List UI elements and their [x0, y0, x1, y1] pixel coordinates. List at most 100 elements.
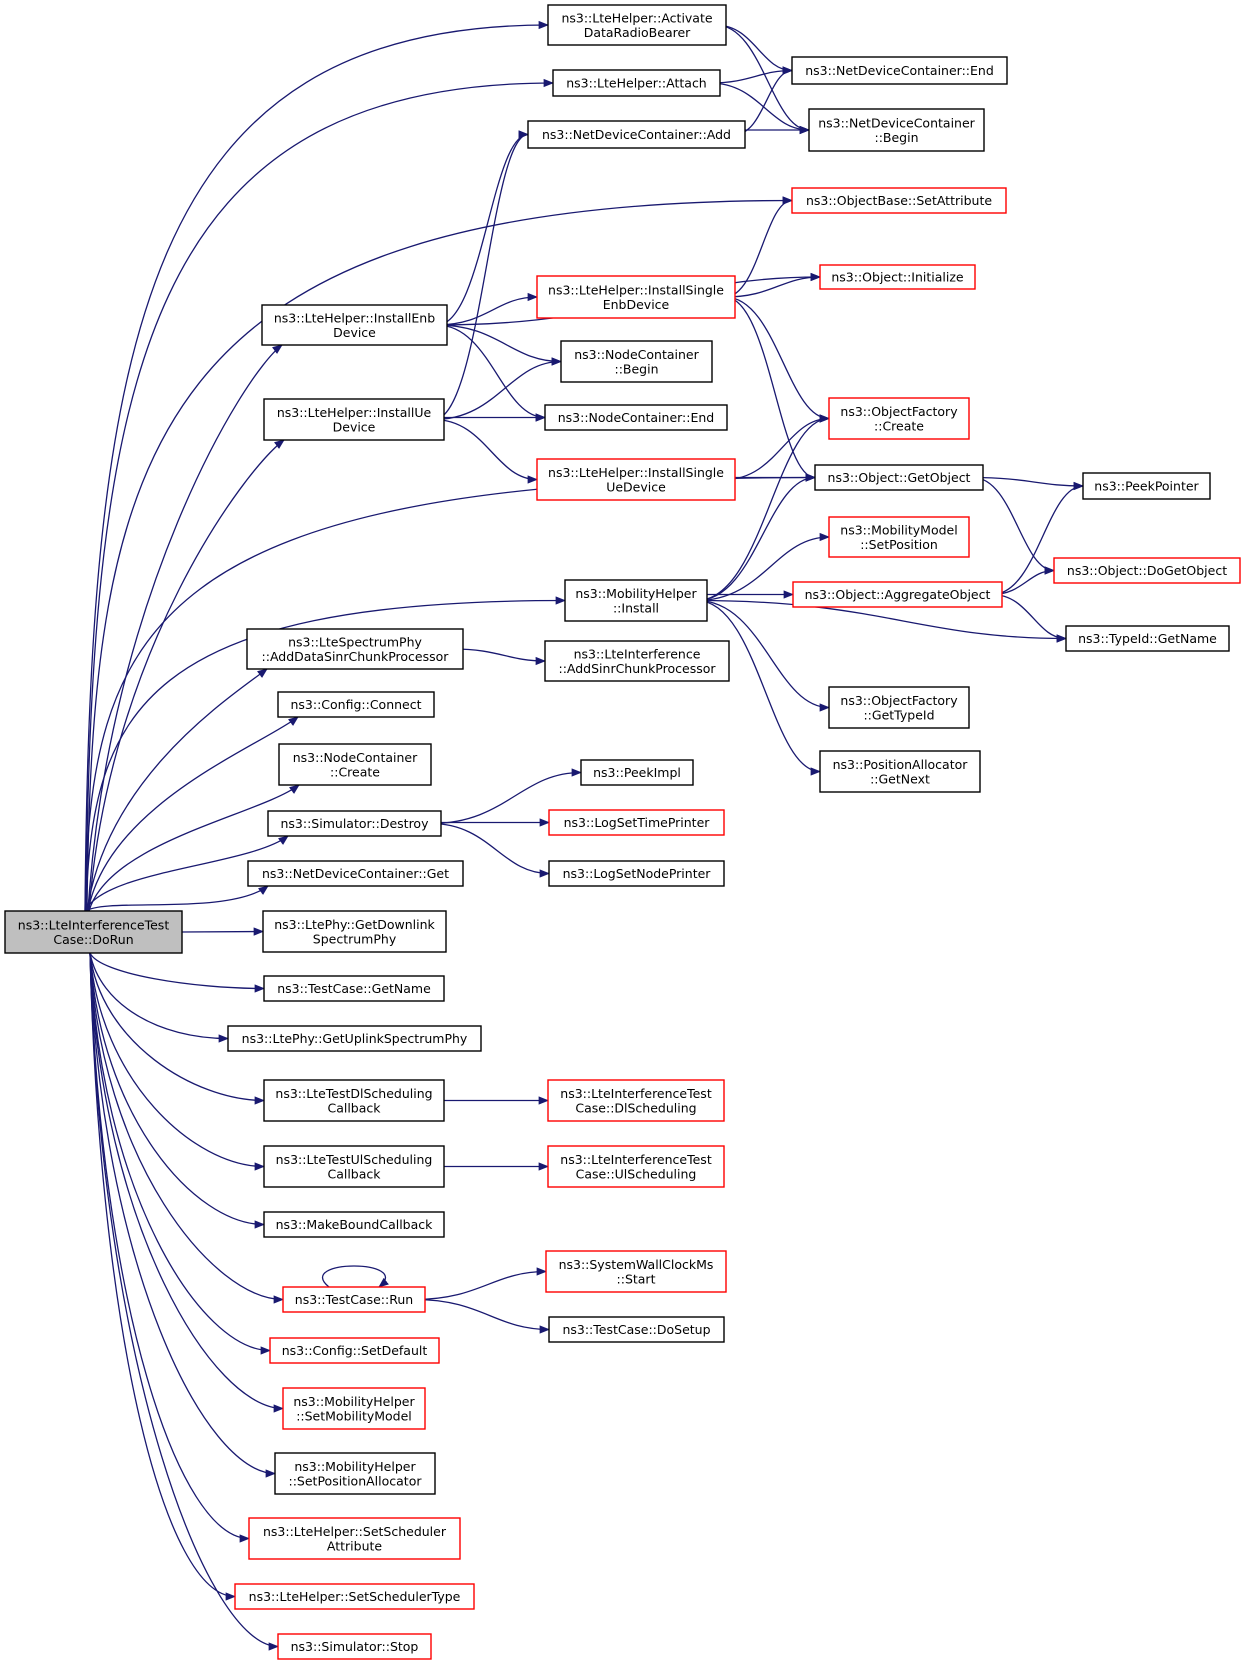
- node-of-gettypeid[interactable]: ns3::ObjectFactory::GetTypeId: [828, 686, 970, 729]
- node-nc-create[interactable]: ns3::NodeContainer::Create: [278, 743, 432, 786]
- node-box: [544, 404, 728, 431]
- edge-root-to-setmobmodel: [89, 952, 285, 1413]
- node-logtime[interactable]: ns3::LogSetTimePrinter: [548, 809, 725, 836]
- edge-root-to-nc-create: [88, 784, 300, 912]
- node-label-line: ns3::Config::SetDefault: [282, 1343, 428, 1358]
- edge-root-to-sim-stop: [89, 952, 280, 1651]
- node-mob-install[interactable]: ns3::MobilityHelper::Install: [564, 579, 708, 622]
- node-config-setdefault[interactable]: ns3::Config::SetDefault: [269, 1337, 440, 1364]
- node-box: [282, 1286, 426, 1313]
- node-peekpointer[interactable]: ns3::PeekPointer: [1082, 472, 1211, 500]
- node-label-line: Case::DoRun: [53, 932, 133, 947]
- node-setschedtype[interactable]: ns3::LteHelper::SetSchedulerType: [234, 1583, 475, 1610]
- node-label-line: ns3::NetDeviceContainer: [818, 115, 975, 130]
- node-addsinr[interactable]: ns3::LteInterference::AddSinrChunkProces…: [544, 640, 730, 682]
- edge-getobject-to-peekpointer: [972, 476, 1085, 491]
- node-objfactory-create[interactable]: ns3::ObjectFactory::Create: [828, 397, 970, 440]
- edge-sim-destroy-to-lognode: [430, 822, 551, 878]
- node-swc-start[interactable]: ns3::SystemWallClockMs::Start: [545, 1250, 727, 1293]
- node-label-line: Case::DlScheduling: [575, 1100, 696, 1115]
- node-pa-getnext[interactable]: ns3::PositionAllocator::GetNext: [819, 750, 981, 793]
- node-tc-run[interactable]: ns3::TestCase::Run: [282, 1286, 426, 1313]
- edge-mob-install-to-typeid-getname: [696, 599, 1068, 643]
- node-typeid-getname[interactable]: ns3::TypeId::GetName: [1065, 625, 1230, 652]
- node-setposition[interactable]: ns3::MobilityModel::SetPosition: [828, 516, 970, 558]
- edge-adddatasinr-to-addsinr: [452, 648, 547, 666]
- node-box: [278, 743, 432, 786]
- node-ndc-begin[interactable]: ns3::NetDeviceContainer::Begin: [808, 108, 985, 152]
- edge-root-to-setschedtype: [89, 952, 237, 1601]
- edge-install-enb-to-install-single-enb: [436, 292, 539, 326]
- edge-root-to-setposalloc: [89, 952, 277, 1478]
- edge-root-to-sim-destroy: [84, 835, 289, 912]
- node-label-line: ns3::Object::AggregateObject: [805, 587, 991, 602]
- node-box: [547, 1079, 725, 1122]
- node-nc-begin[interactable]: ns3::NodeContainer::Begin: [560, 340, 713, 383]
- node-tc-dosetup[interactable]: ns3::TestCase::DoSetup: [548, 1316, 725, 1343]
- node-label-line: ns3::LteInterferenceTest: [560, 1086, 712, 1101]
- node-peekimpl[interactable]: ns3::PeekImpl: [580, 759, 694, 786]
- node-setattr[interactable]: ns3::ObjectBase::SetAttribute: [791, 187, 1007, 214]
- node-getobject[interactable]: ns3::Object::GetObject: [814, 464, 984, 491]
- node-label-line: ns3::NetDeviceContainer::Get: [262, 866, 449, 881]
- edge-aggregate-to-typeid-getname: [991, 593, 1068, 643]
- node-label-line: ::Install: [613, 600, 659, 615]
- node-tc-getname[interactable]: ns3::TestCase::GetName: [263, 975, 445, 1002]
- node-box: [791, 56, 1008, 85]
- node-label-line: ns3::LteHelper::Activate: [561, 10, 712, 25]
- node-sim-destroy[interactable]: ns3::Simulator::Destroy: [267, 810, 442, 837]
- edge-root-to-dlcb: [89, 952, 266, 1105]
- edge-root-to-mob-install: [85, 596, 567, 912]
- node-attach[interactable]: ns3::LteHelper::Attach: [552, 69, 721, 97]
- node-makebound[interactable]: ns3::MakeBoundCallback: [263, 1211, 445, 1238]
- node-obj-init[interactable]: ns3::Object::Initialize: [819, 264, 976, 290]
- node-box: [828, 397, 970, 440]
- node-box: [564, 579, 708, 622]
- node-label-line: ns3::LtePhy::GetUplinkSpectrumPhy: [242, 1031, 468, 1046]
- node-config-connect[interactable]: ns3::Config::Connect: [277, 691, 435, 718]
- node-label-line: ns3::LteHelper::InstallUe: [277, 405, 432, 420]
- node-label-line: ::Create: [330, 764, 380, 779]
- node-ndc-end[interactable]: ns3::NetDeviceContainer::End: [791, 56, 1008, 85]
- edge-install-ue-to-install-single-ue: [433, 418, 539, 484]
- node-sim-stop[interactable]: ns3::Simulator::Stop: [277, 1633, 432, 1660]
- node-box: [527, 120, 746, 149]
- node-dogetobject[interactable]: ns3::Object::DoGetObject: [1053, 557, 1241, 584]
- edge-tc-run-to-tc-dosetup: [414, 1298, 551, 1334]
- node-nc-end[interactable]: ns3::NodeContainer::End: [544, 404, 728, 431]
- node-dlsched[interactable]: ns3::LteInterferenceTestCase::DlScheduli…: [547, 1079, 725, 1122]
- node-ulsched[interactable]: ns3::LteInterferenceTestCase::UlScheduli…: [547, 1145, 725, 1188]
- node-ndc-add[interactable]: ns3::NetDeviceContainer::Add: [527, 120, 746, 149]
- node-label-line: ::SetMobilityModel: [296, 1408, 412, 1423]
- node-label-line: ns3::SystemWallClockMs: [559, 1257, 714, 1272]
- node-label-line: UeDevice: [606, 479, 666, 494]
- node-label-line: ns3::ObjectFactory: [840, 404, 958, 419]
- node-getuplink[interactable]: ns3::LtePhy::GetUplinkSpectrumPhy: [227, 1025, 482, 1052]
- node-lognode[interactable]: ns3::LogSetNodePrinter: [548, 860, 725, 887]
- node-label-line: ns3::Config::Connect: [290, 697, 421, 712]
- node-box: [1053, 557, 1241, 584]
- node-box: [274, 1452, 436, 1495]
- edge-activate-to-ndc-end: [715, 24, 794, 75]
- node-label-line: SpectrumPhy: [313, 931, 397, 946]
- node-box: [560, 340, 713, 383]
- edge-root-to-adddatasinr: [86, 668, 268, 912]
- edge-root-to-makebound: [89, 952, 266, 1229]
- node-aggregate[interactable]: ns3::Object::AggregateObject: [792, 581, 1003, 608]
- node-setposalloc[interactable]: ns3::MobilityHelper::SetPositionAllocato…: [274, 1452, 436, 1495]
- node-box: [263, 398, 445, 441]
- node-adddatasinr[interactable]: ns3::LteSpectrumPhy::AddDataSinrChunkPro…: [246, 628, 464, 670]
- node-ndc-get[interactable]: ns3::NetDeviceContainer::Get: [247, 860, 464, 887]
- node-setmobmodel[interactable]: ns3::MobilityHelper::SetMobilityModel: [282, 1387, 426, 1430]
